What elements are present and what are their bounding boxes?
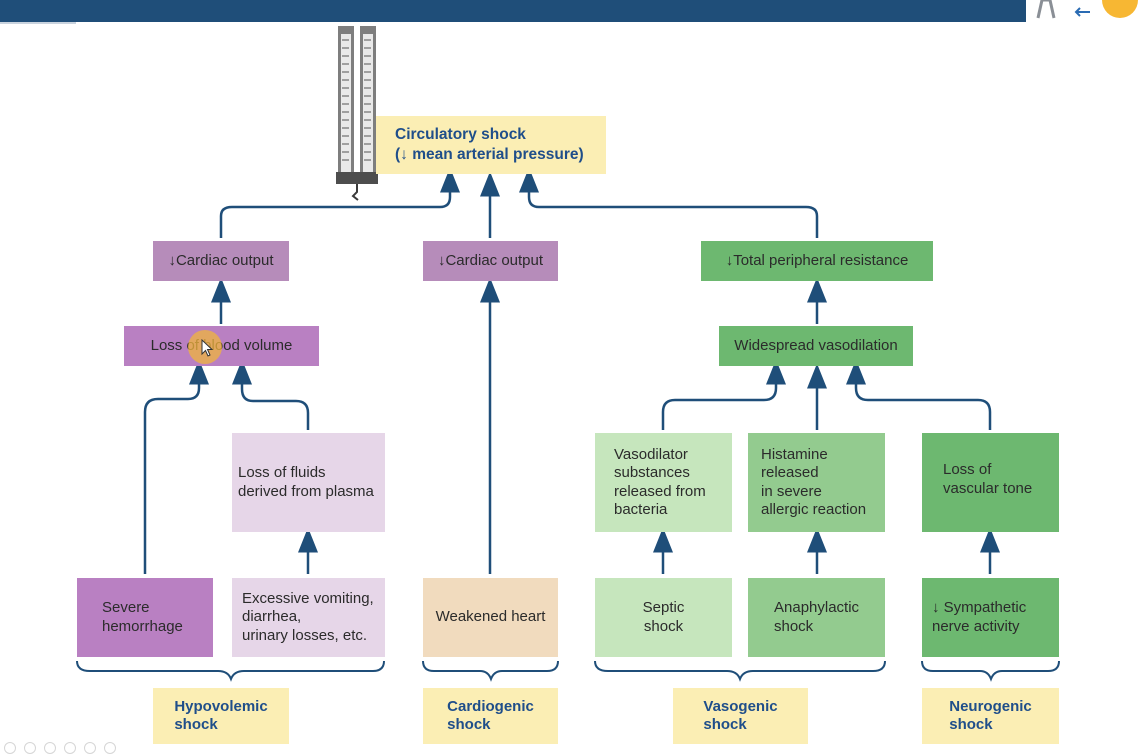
previous-slide-icon[interactable] [4, 742, 16, 754]
severe-hemorrhage-box: Severe hemorrhage [77, 578, 213, 657]
cardiogenic-shock-label: Cardiogenic shock [447, 698, 534, 733]
loss-of-vascular-tone-label: Loss of vascular tone [943, 461, 1033, 497]
arrow-plasma-to-bloodvol [232, 359, 310, 430]
person-icon [1036, 0, 1056, 19]
cardiogenic-shock-label-box: Cardiogenic shock [423, 688, 558, 744]
pen-tool-icon[interactable] [44, 742, 56, 754]
header-divider [0, 22, 76, 24]
next-slide-icon[interactable] [24, 742, 36, 754]
severe-hemorrhage-label: Severe hemorrhage [102, 599, 183, 635]
brace-vasogenic [594, 660, 886, 682]
arrow-tone-to-vasodil [846, 359, 992, 430]
sympathetic-nerve-activity-box: ↓ Sympathetic nerve activity [922, 578, 1059, 657]
anaphylactic-shock-label: Anaphylactic shock [774, 599, 860, 635]
brace-hypovolemic [76, 660, 385, 682]
weakened-heart-label: Weakened heart [435, 608, 546, 626]
cardiogenic-cardiac-output-box: ↓Cardiac output [423, 241, 558, 281]
hypovolemic-cardiac-output-box: ↓Cardiac output [153, 241, 289, 281]
neurogenic-shock-label: Neurogenic shock [949, 698, 1032, 733]
loss-of-plasma-fluids-box: Loss of fluids derived from plasma [232, 433, 385, 532]
more-options-icon[interactable] [104, 742, 116, 754]
sun-badge-icon [1102, 0, 1138, 18]
arrow-vasodilator-to-vasodil [661, 359, 786, 430]
excessive-vomiting-box: Excessive vomiting, diarrhea, urinary lo… [232, 578, 385, 657]
arrow-left-icon [1074, 7, 1090, 17]
septic-shock-box: Septic shock [595, 578, 732, 657]
neurogenic-shock-label-box: Neurogenic shock [922, 688, 1059, 744]
vasogenic-shock-label: Vasogenic shock [703, 698, 778, 733]
slide-sorter-icon[interactable] [64, 742, 76, 754]
sympathetic-nerve-activity-label: ↓ Sympathetic nerve activity [932, 599, 1027, 635]
widespread-vasodilation-box: Widespread vasodilation [719, 326, 913, 366]
zoom-icon[interactable] [84, 742, 96, 754]
arrow-hemorrhage-to-bloodvol [143, 359, 209, 574]
histamine-released-label: Histamine released in severe allergic re… [761, 445, 867, 519]
total-peripheral-resistance-box: ↓Total peripheral resistance [701, 241, 933, 281]
widespread-vasodilation-label: Widespread vasodilation [734, 336, 898, 354]
circulatory-shock-title: Circulatory shock [395, 126, 526, 143]
corner-logo [1036, 0, 1138, 19]
circulatory-shock-box: Circulatory shock (↓ mean arterial press… [376, 116, 606, 174]
hypovolemic-shock-label: Hypovolemic shock [174, 698, 268, 733]
anaphylactic-shock-box: Anaphylactic shock [748, 578, 885, 657]
total-peripheral-resistance-label: ↓Total peripheral resistance [725, 251, 909, 269]
hypovolemic-shock-label-box: Hypovolemic shock [153, 688, 289, 744]
loss-of-plasma-fluids-label: Loss of fluids derived from plasma [238, 464, 374, 500]
header-bar [0, 0, 1026, 22]
septic-shock-label: Septic shock [642, 599, 685, 635]
brace-cardiogenic [422, 660, 559, 682]
weakened-heart-box: Weakened heart [423, 578, 558, 657]
vasodilator-substances-box: Vasodilator substances released from bac… [595, 433, 732, 532]
mean-arterial-pressure-label: (↓ mean arterial pressure) [395, 146, 584, 163]
brace-neurogenic [921, 660, 1060, 682]
slideshow-toolbar[interactable] [4, 742, 116, 754]
excessive-vomiting-label: Excessive vomiting, diarrhea, urinary lo… [242, 589, 374, 644]
cursor-pointer-icon [201, 339, 213, 357]
manometer-icon [336, 26, 378, 201]
vasogenic-shock-label-box: Vasogenic shock [673, 688, 808, 744]
hypovolemic-cardiac-output-label: ↓Cardiac output [168, 251, 274, 269]
arrow-vaso-to-apex [519, 167, 819, 238]
loss-of-vascular-tone-box: Loss of vascular tone [922, 433, 1059, 532]
cardiogenic-cardiac-output-label: ↓Cardiac output [437, 251, 544, 269]
vasodilator-substances-label: Vasodilator substances released from bac… [614, 445, 706, 519]
histamine-released-box: Histamine released in severe allergic re… [748, 433, 885, 532]
